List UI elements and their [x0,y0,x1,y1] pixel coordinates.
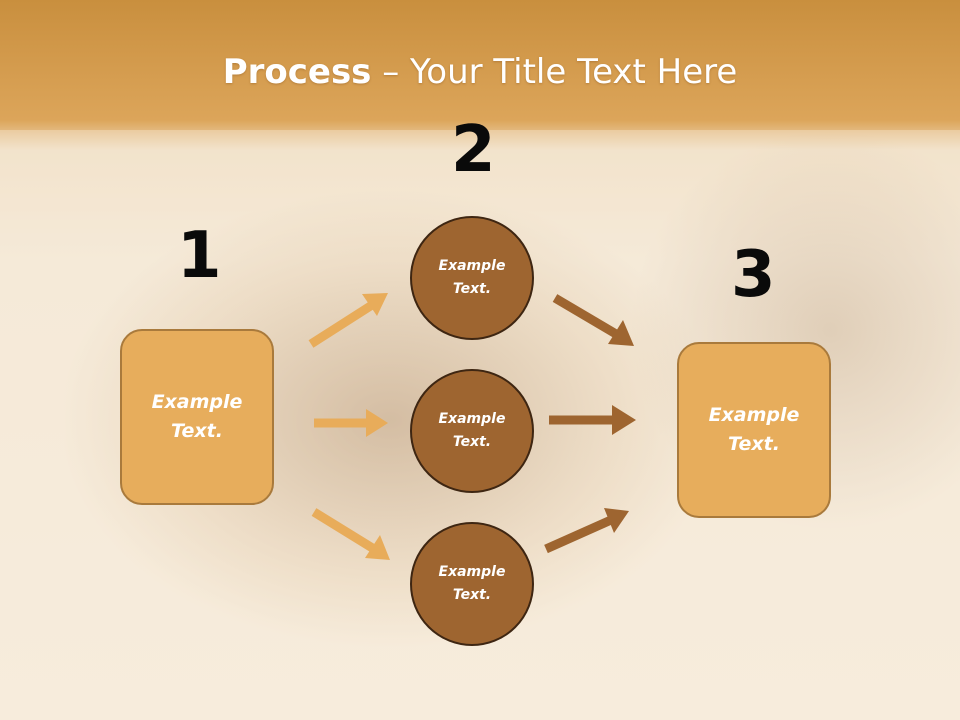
step-number-1: 1 [177,219,222,293]
arrow-left-to-middle [314,409,388,437]
arrow-left-to-top [308,293,388,348]
arrow-bottom-to-right [544,508,629,554]
circle-top: Example Text. [410,216,534,340]
left-box-label: Example Text. [151,391,243,442]
step-number-3: 3 [731,238,776,312]
slide-title: Process – Your Title Text Here [0,52,960,92]
right-process-box: Example Text. [677,342,831,518]
title-rest-part: – Your Title Text Here [371,52,738,92]
right-box-label: Example Text. [708,404,800,455]
left-process-box: Example Text. [120,329,274,505]
circle-top-label: Example Text. [438,258,506,297]
arrow-left-to-bottom [311,508,390,560]
title-bold-part: Process [222,52,372,92]
step-number-2: 2 [451,113,496,187]
circle-bottom-label: Example Text. [438,564,506,603]
circle-middle: Example Text. [410,369,534,493]
arrow-top-to-right [552,294,634,346]
circle-bottom: Example Text. [410,522,534,646]
arrow-middle-to-right [549,405,636,435]
circle-middle-label: Example Text. [438,411,506,450]
